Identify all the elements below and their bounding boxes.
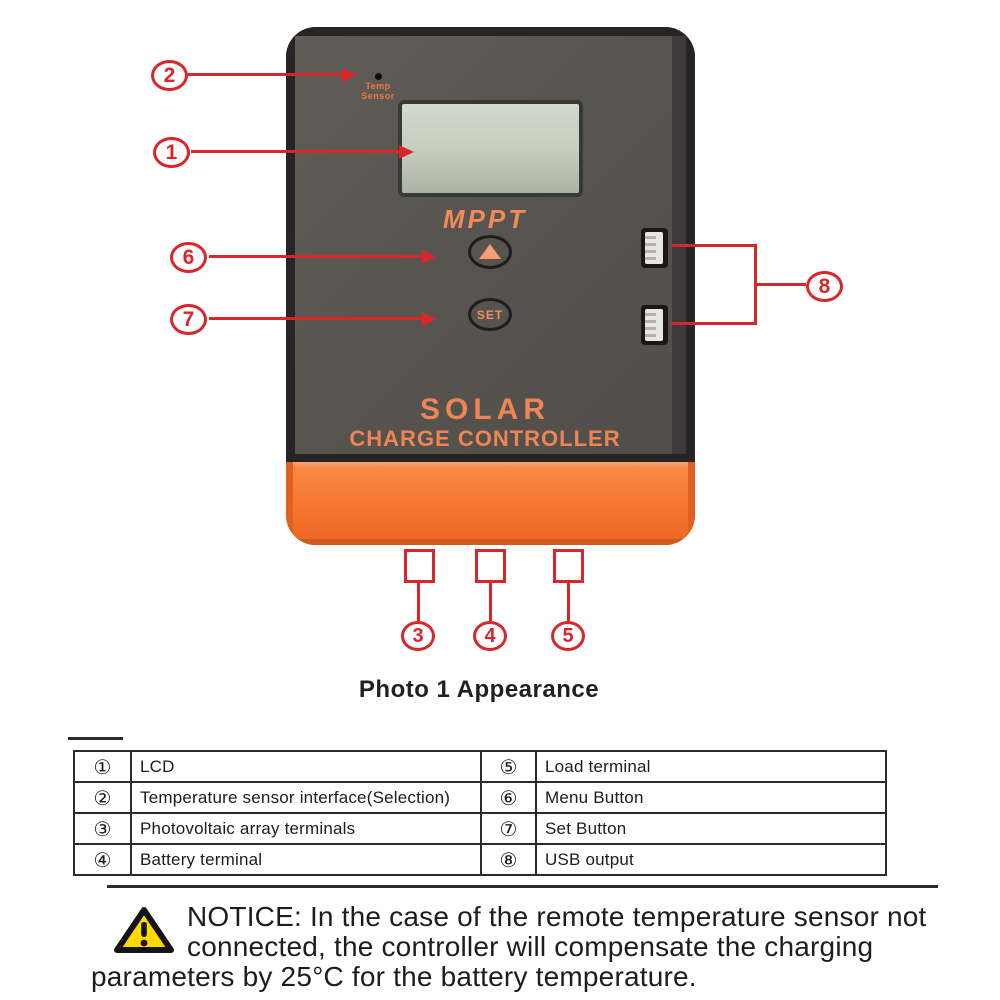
table-underline [107, 885, 938, 888]
callout-7: 7 [170, 304, 207, 335]
table-row: ④ Battery terminal ⑧ USB output [73, 843, 887, 876]
temp-sensor-label: Temp Sensor [343, 81, 413, 101]
brand-text-solar: SOLAR [420, 393, 550, 426]
legend-num-4: ④ [73, 843, 132, 876]
usb-port-bottom [641, 305, 668, 345]
legend-label-5: Load terminal [535, 750, 887, 783]
notice-text-line3: parameters by 25°C for the battery tempe… [91, 961, 697, 992]
callout-8-line-vertical [754, 244, 757, 325]
callout-1-line [191, 150, 401, 153]
legend-label-3: Photovoltaic array terminals [130, 812, 482, 845]
callout-6-arrow-icon [422, 250, 437, 264]
terminal-marker-3 [404, 549, 435, 583]
terminal-marker-5 [553, 549, 584, 583]
callout-1: 1 [153, 137, 190, 168]
usb-connector-icon [645, 232, 663, 264]
mppt-label: MPPT [442, 204, 528, 234]
callout-8: 8 [806, 271, 843, 302]
legend-num-1: ① [73, 750, 132, 783]
callout-2: 2 [151, 60, 188, 91]
callout-6-line [209, 255, 424, 258]
warning-triangle-icon [114, 907, 174, 953]
callout-6: 6 [170, 242, 207, 273]
menu-button [468, 235, 512, 269]
table-row: ① LCD ⑤ Load terminal [73, 750, 887, 783]
callout-8-line-bottom [671, 322, 757, 325]
callout-4: 4 [473, 621, 507, 651]
callout-3: 3 [401, 621, 435, 651]
solar-charge-controller-device: Temp Sensor MPPT SET [286, 27, 695, 545]
legend-num-6: ⑥ [480, 781, 537, 814]
table-row: ② Temperature sensor interface(Selection… [73, 781, 887, 814]
callout-2-line [188, 73, 343, 76]
legend-num-2: ② [73, 781, 132, 814]
callout-8-line-middle [757, 283, 806, 286]
notice-text-line1: NOTICE: In the case of the remote temper… [187, 901, 927, 932]
legend-label-6: Menu Button [535, 781, 887, 814]
brand-text-charge-controller: CHARGE CONTROLLER [349, 426, 621, 451]
callout-7-arrow-icon [422, 312, 437, 326]
legend-label-4: Battery terminal [130, 843, 482, 876]
legend-num-5: ⑤ [480, 750, 537, 783]
legend-label-8: USB output [535, 843, 887, 876]
scan-artifact-line [68, 737, 123, 740]
legend-label-7: Set Button [535, 812, 887, 845]
callout-1-arrow-icon [399, 145, 414, 159]
legend-num-3: ③ [73, 812, 132, 845]
callout-3-line [417, 582, 420, 621]
callout-4-line [489, 582, 492, 621]
callout-7-line [209, 317, 424, 320]
legend-label-1: LCD [130, 750, 482, 783]
callout-5-line [567, 582, 570, 621]
terminal-marker-4 [475, 549, 506, 583]
up-triangle-icon [479, 243, 501, 259]
table-row: ③ Photovoltaic array terminals ⑦ Set But… [73, 812, 887, 845]
notice-text-line2: connected, the controller will compensat… [187, 931, 874, 962]
device-orange-base [286, 462, 695, 545]
figure-caption: Photo 1 Appearance [358, 676, 600, 703]
temp-sensor-label-line1: Temp [365, 81, 391, 91]
legend-num-7: ⑦ [480, 812, 537, 845]
set-button: SET [468, 298, 512, 331]
device-front-panel: Temp Sensor MPPT SET [286, 27, 695, 463]
callout-8-line-top [671, 244, 757, 247]
temp-sensor-port [375, 73, 382, 80]
usb-port-top [641, 228, 668, 268]
set-button-label: SET [476, 307, 504, 322]
lcd-screen [398, 100, 583, 197]
callout-2-arrow-icon [342, 68, 357, 82]
legend-label-2: Temperature sensor interface(Selection) [130, 781, 482, 814]
legend-num-8: ⑧ [480, 843, 537, 876]
usb-connector-icon [645, 309, 663, 341]
temp-sensor-label-line2: Sensor [361, 90, 395, 101]
callout-5: 5 [551, 621, 585, 651]
legend-table: ① LCD ⑤ Load terminal ② Temperature sens… [73, 750, 887, 876]
